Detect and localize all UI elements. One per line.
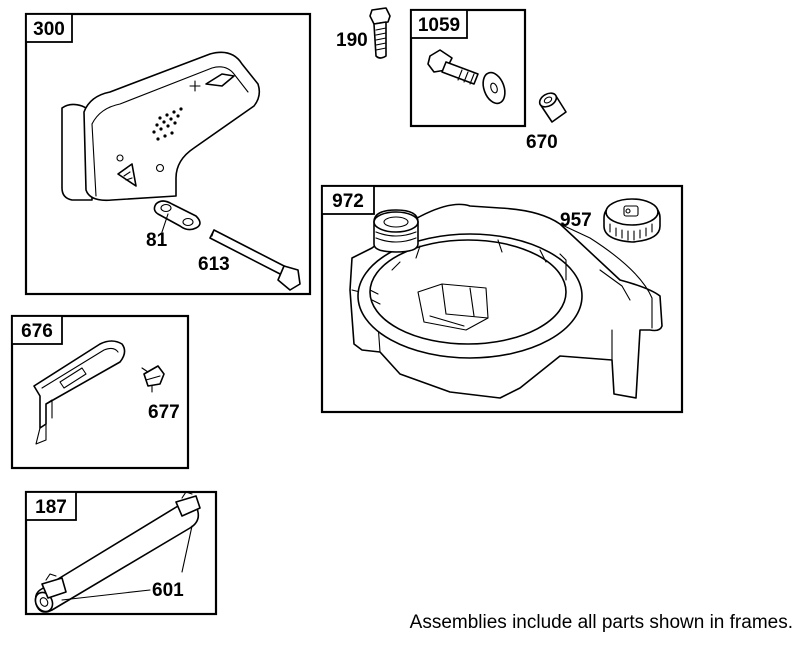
frame-tag-676: 676 — [21, 321, 53, 342]
frame-tag-187: 187 — [35, 497, 67, 518]
frame-1059-bolt-kit: 1059 — [409, 8, 527, 128]
fuel-hose-icon — [34, 491, 201, 613]
perforation-dots — [152, 107, 183, 141]
washer-icon — [482, 71, 506, 105]
callout-677: 677 — [148, 402, 180, 423]
frame-tag-300: 300 — [33, 19, 65, 40]
callout-670: 670 — [526, 132, 558, 153]
bolt-613-icon — [209, 229, 301, 291]
assemblies-footnote: Assemblies include all parts shown in fr… — [410, 612, 793, 633]
screw-677-icon — [141, 365, 165, 393]
fuel-cap-icon — [603, 198, 661, 243]
frame-187-fuel-line: 187 601 — [24, 490, 218, 616]
fuel-tank-icon — [349, 203, 663, 399]
frame-tag-1059: 1059 — [418, 15, 460, 36]
callout-190: 190 — [336, 30, 368, 51]
guard-bracket-icon — [33, 340, 126, 445]
callout-601: 601 — [152, 580, 184, 601]
frame-676-guard: 676 677 — [10, 314, 190, 470]
frame-300-muffler: 300 — [24, 12, 312, 296]
callout-957: 957 — [560, 210, 592, 231]
muffler-icon — [61, 51, 261, 202]
spacer-icon — [538, 92, 567, 123]
lock-washer-icon — [153, 200, 201, 231]
callout-81: 81 — [146, 230, 168, 251]
bolt-190-icon — [369, 7, 391, 59]
frame-972-fuel-tank: 972 — [320, 184, 684, 414]
frame-tag-972: 972 — [332, 191, 364, 212]
callout-613: 613 — [198, 254, 230, 275]
shoulder-bolt-icon — [427, 49, 479, 85]
